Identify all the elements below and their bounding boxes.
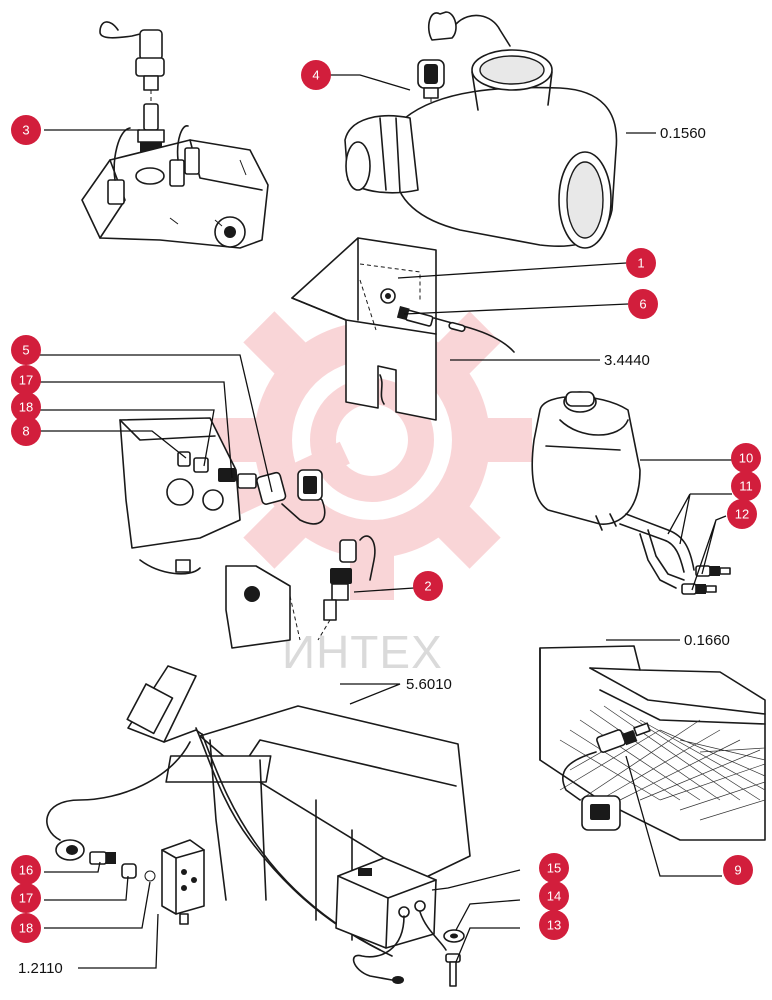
callout-badge: 16 [11,855,41,885]
reference-label: 5.6010 [406,676,452,693]
callout-badges: 3 4 1 6 5 17 18 8 2 10 11 12 9 15 14 13 … [11,60,761,943]
svg-text:18: 18 [19,921,33,936]
callout-badge: 3 [11,115,41,145]
reservoir-tank-assembly [531,391,731,595]
svg-text:2: 2 [424,579,431,594]
dashboard-harness-assembly [46,665,471,987]
reference-labels: 0.1560 3.4440 0.1660 5.6010 1.2110 [18,125,730,977]
svg-text:17: 17 [19,373,33,388]
callout-badge: 18 [11,913,41,943]
callout-badge: 11 [731,471,761,501]
reference-label: 1.2110 [18,960,63,977]
radiator-sensor-assembly [539,645,766,841]
svg-text:8: 8 [22,424,29,439]
air-intake-housing [344,11,618,249]
callout-badge: 12 [727,499,757,529]
reference-label: 0.1660 [684,632,730,649]
callout-badge: 5 [11,335,41,365]
callout-badge: 14 [539,881,569,911]
callout-badge: 17 [11,365,41,395]
callout-badge: 6 [628,289,658,319]
svg-text:10: 10 [739,451,753,466]
svg-text:11: 11 [739,479,753,494]
svg-text:3: 3 [22,123,29,138]
reference-label: 0.1560 [660,125,706,142]
svg-text:14: 14 [547,889,561,904]
callout-badge: 9 [723,855,753,885]
bracket-panel-assembly [291,237,515,421]
svg-text:9: 9 [734,863,741,878]
svg-text:5: 5 [22,343,29,358]
leader-lines [40,74,732,969]
callout-badge: 2 [413,571,443,601]
callout-badge: 4 [301,60,331,90]
cylinder-head-assembly [81,21,269,249]
svg-text:15: 15 [547,861,561,876]
svg-text:18: 18 [19,400,33,415]
engine-sender-assembly [119,417,376,649]
svg-text:6: 6 [639,297,646,312]
callout-badge: 10 [731,443,761,473]
svg-text:1: 1 [637,256,644,271]
callout-badge: 15 [539,853,569,883]
svg-text:17: 17 [19,891,33,906]
callout-badge: 13 [539,910,569,940]
svg-text:13: 13 [547,918,561,933]
watermark-text: ИНТЕХ [282,626,443,678]
callout-badge: 17 [11,883,41,913]
reference-label: 3.4440 [604,352,650,369]
svg-text:4: 4 [312,68,319,83]
svg-text:16: 16 [19,863,33,878]
callout-badge: 8 [11,416,41,446]
callout-badge: 18 [11,392,41,422]
callout-badge: 1 [626,248,656,278]
svg-text:12: 12 [735,507,749,522]
